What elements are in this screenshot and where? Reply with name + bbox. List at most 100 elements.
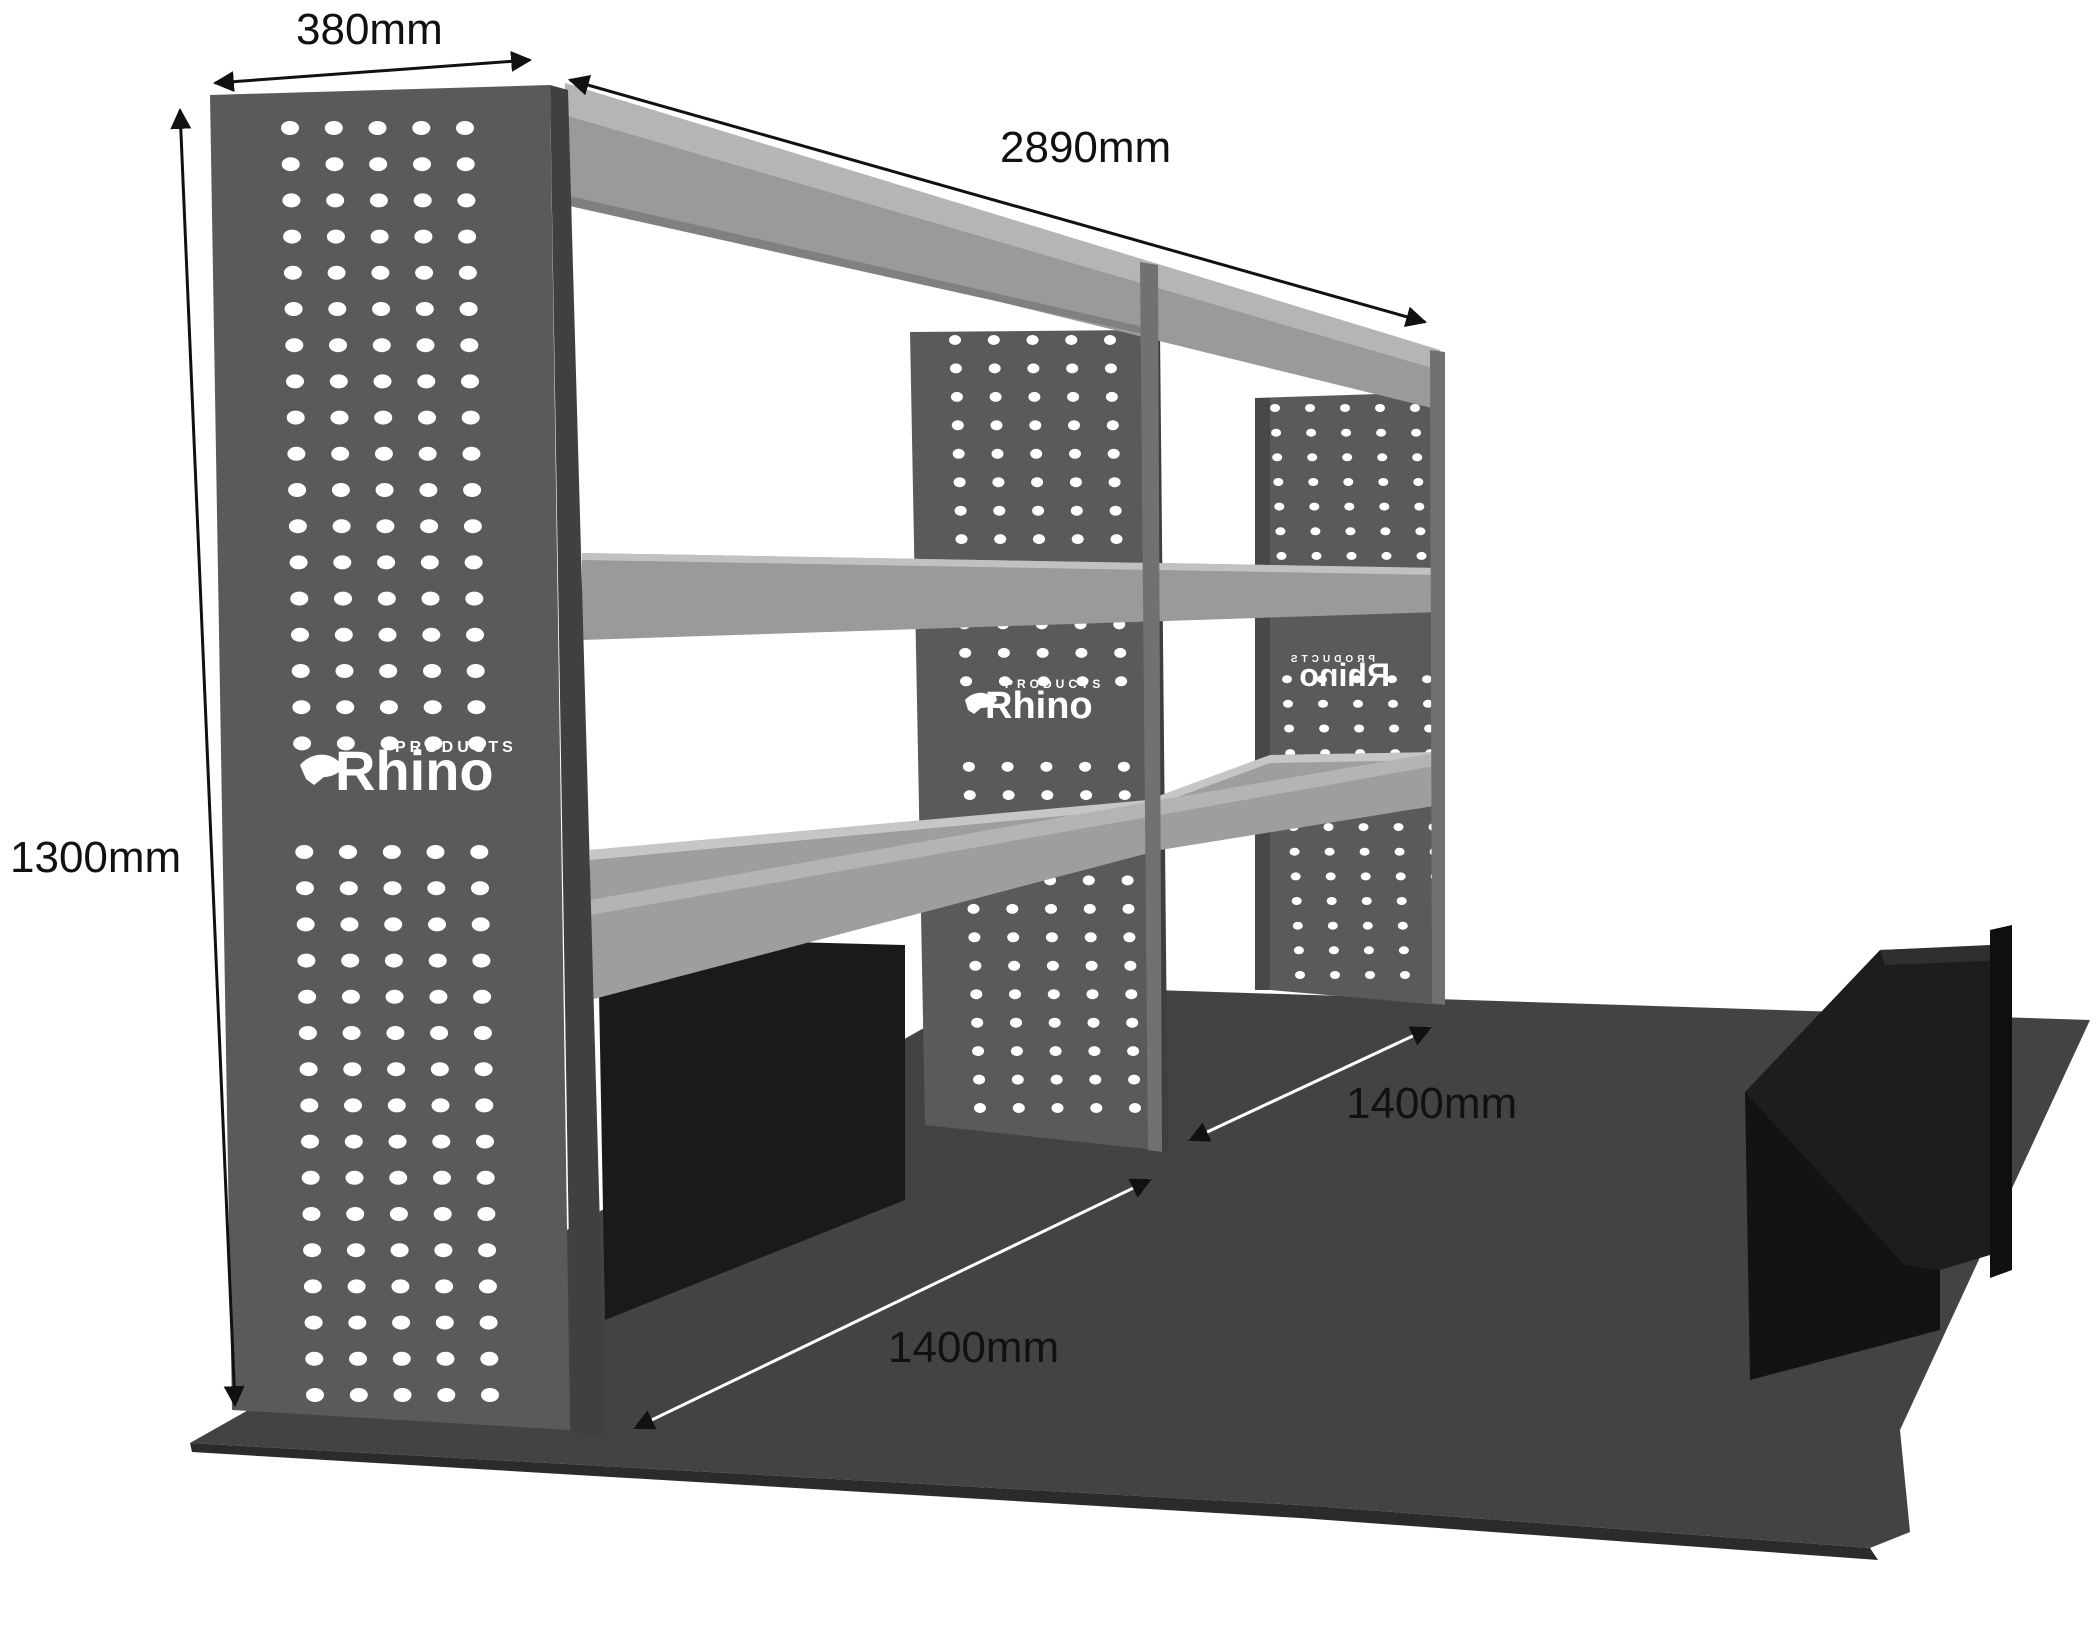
perforation-hole xyxy=(1051,1103,1064,1113)
perforation-hole xyxy=(292,700,311,715)
perforation-hole xyxy=(387,1062,406,1077)
perforation-hole xyxy=(480,1351,499,1366)
middle-upright-panel xyxy=(910,330,1168,1152)
perforation-hole xyxy=(334,591,352,606)
perforation-hole xyxy=(434,1243,453,1258)
perforation-hole xyxy=(391,1279,410,1294)
perforation-hole xyxy=(1118,790,1131,801)
perforation-hole xyxy=(282,193,301,208)
perforation-hole xyxy=(415,302,434,316)
perforation-hole xyxy=(377,555,396,570)
perforation-hole xyxy=(992,477,1005,488)
length-arrow xyxy=(567,75,1428,327)
perforation-hole xyxy=(418,446,437,461)
perforation-hole xyxy=(378,627,397,642)
middle-shelf xyxy=(582,553,1440,640)
perforation-hole xyxy=(988,363,1001,374)
perforation-hole xyxy=(286,410,305,425)
perforation-hole xyxy=(305,1351,324,1366)
perforation-hole xyxy=(288,483,307,497)
perforation-hole xyxy=(962,761,975,772)
rhino-logo-middle: PRODUCTS Rhino xyxy=(965,677,1104,727)
perforation-hole xyxy=(421,591,440,606)
perforation-hole xyxy=(369,157,388,172)
perforation-hole xyxy=(332,519,351,534)
perforation-hole xyxy=(994,534,1007,545)
perforation-hole xyxy=(1045,903,1057,914)
perforation-hole xyxy=(1274,502,1285,511)
perforation-hole xyxy=(993,505,1006,516)
perforation-hole xyxy=(1375,404,1385,412)
floor-edge xyxy=(190,1443,1878,1560)
perforation-hole xyxy=(420,519,439,534)
perforation-hole xyxy=(458,229,477,244)
perforation-hole xyxy=(1380,527,1391,536)
lower-shelf xyxy=(590,752,1440,1000)
perforation-hole xyxy=(1319,724,1330,733)
middle-panel-holes xyxy=(949,335,1141,1113)
logo-tagline: PRODUCTS xyxy=(1005,677,1104,691)
perforation-hole xyxy=(974,1103,986,1113)
perforation-hole xyxy=(1305,404,1315,412)
perforation-hole xyxy=(1271,428,1282,437)
perforation-hole xyxy=(281,121,299,135)
perforation-hole xyxy=(1123,932,1136,943)
perforation-hole xyxy=(392,1315,411,1330)
front-panel-holes xyxy=(281,121,499,1402)
perforation-hole xyxy=(462,446,481,461)
perforation-hole xyxy=(341,953,360,968)
perforation-hole xyxy=(950,391,963,402)
depth-arrow xyxy=(212,50,533,93)
perforation-hole xyxy=(954,505,967,516)
perforation-hole xyxy=(1379,502,1390,511)
perforation-hole xyxy=(413,157,431,172)
perforation-hole xyxy=(346,1243,365,1258)
perforation-hole xyxy=(327,265,346,280)
perforation-hole xyxy=(330,410,349,425)
perforation-hole xyxy=(465,591,484,606)
bay-front-arrow xyxy=(633,1178,1152,1430)
perforation-hole xyxy=(1086,989,1099,1000)
perforation-hole xyxy=(415,265,434,280)
perforation-hole xyxy=(283,265,302,280)
logo-wordmark: Rhino xyxy=(985,685,1093,727)
perforation-hole xyxy=(1048,1017,1061,1028)
perforation-hole xyxy=(1377,453,1388,462)
perforation-hole xyxy=(481,1388,499,1402)
perforation-hole xyxy=(458,265,477,280)
perforation-hole xyxy=(998,676,1011,687)
perforation-hole xyxy=(303,1243,322,1258)
perforation-hole xyxy=(393,1388,412,1402)
perforation-hole xyxy=(1365,971,1375,979)
perforation-hole xyxy=(1107,448,1120,459)
perforation-hole xyxy=(1290,872,1301,881)
perforation-hole xyxy=(427,881,446,896)
perforation-hole xyxy=(1047,989,1060,1000)
perforation-hole xyxy=(1114,647,1127,658)
perforation-hole xyxy=(1122,903,1135,914)
perforation-hole xyxy=(1129,1103,1141,1113)
perforation-hole xyxy=(424,736,443,751)
perforation-hole xyxy=(461,410,480,425)
perforation-hole xyxy=(1317,675,1327,684)
perforation-hole xyxy=(1125,989,1138,1000)
perforation-hole xyxy=(1378,478,1389,486)
perforation-hole xyxy=(334,627,353,642)
perforation-hole xyxy=(475,1098,494,1113)
perforation-hole xyxy=(1396,897,1407,905)
perforation-hole xyxy=(1295,971,1305,979)
perforation-hole xyxy=(433,1207,452,1221)
perforation-hole xyxy=(1340,404,1350,412)
perforation-hole xyxy=(1085,960,1098,971)
perforation-hole xyxy=(1360,872,1371,881)
perforation-hole xyxy=(970,989,983,1000)
perforation-hole xyxy=(1343,478,1354,486)
perforation-hole xyxy=(1084,932,1097,943)
perforation-hole xyxy=(296,917,315,932)
perforation-hole xyxy=(1066,363,1079,374)
wheel-arch xyxy=(1745,925,2012,1380)
perforation-hole xyxy=(1121,875,1134,886)
perforation-hole xyxy=(340,917,359,932)
perforation-hole xyxy=(1009,989,1021,1000)
perforation-hole xyxy=(466,664,485,678)
